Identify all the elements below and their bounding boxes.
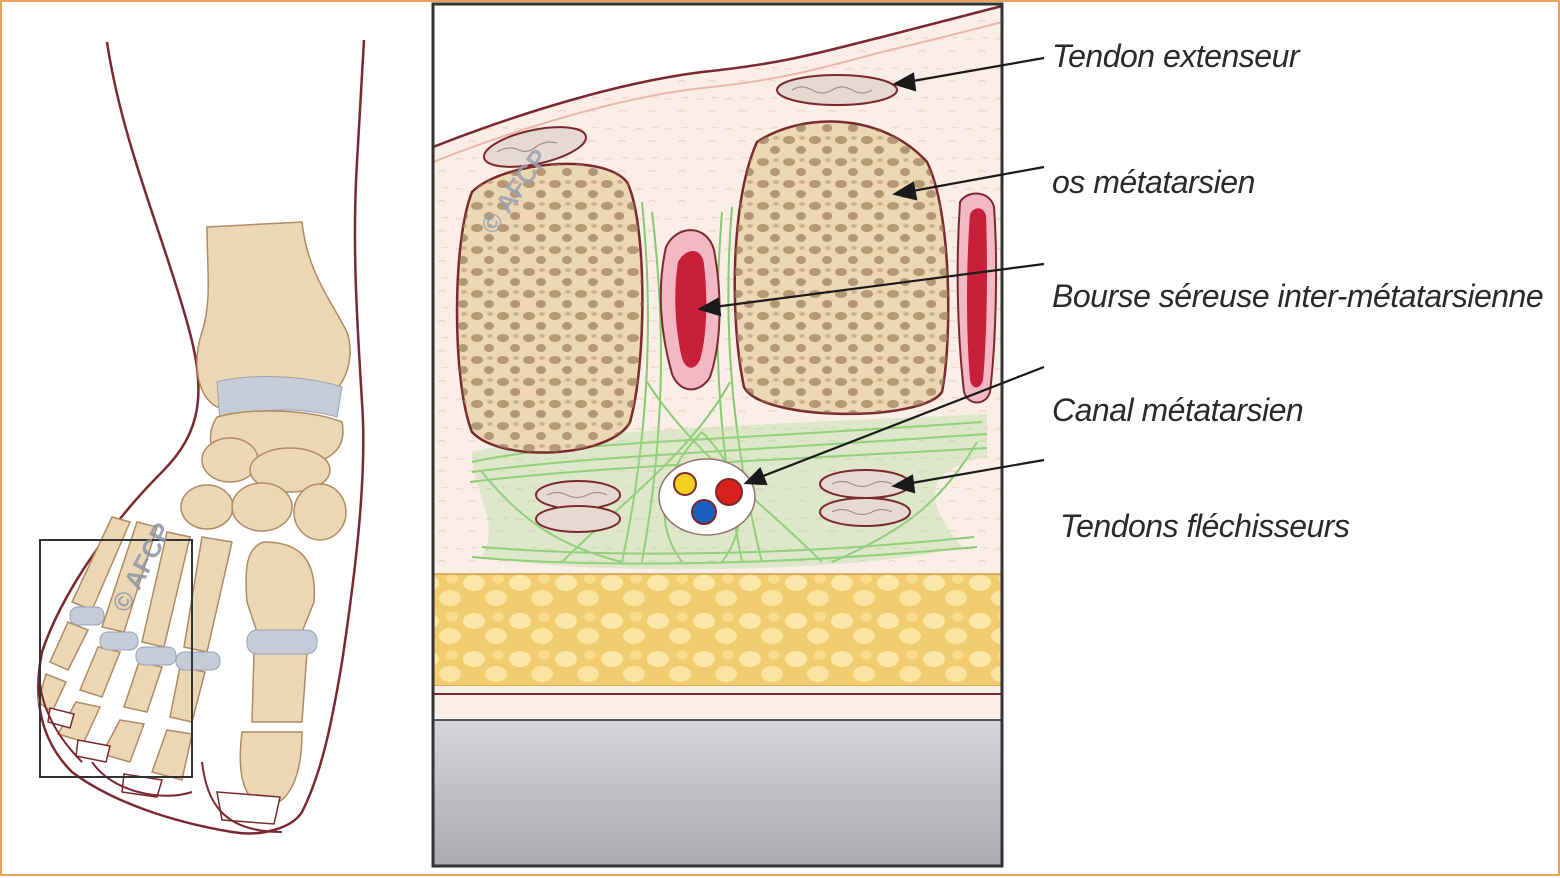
foot-illustration: © AFCP [37, 39, 366, 835]
label-flexor-tendons: Tendons fléchisseurs [1060, 508, 1350, 544]
detail-frame [39, 539, 193, 778]
fat-layer [433, 574, 1003, 686]
leader-arrows [697, 56, 1045, 494]
label-extensor-tendon: Tendon extenseur [1052, 38, 1300, 74]
bursa-shapes [659, 192, 998, 404]
neurovascular-bundle [658, 458, 756, 536]
label-metatarsal-bone: os métatarsien [1052, 164, 1255, 200]
cross-section: © AFCP [431, 2, 1004, 868]
label-bursa: Bourse séreuse inter-métatarsienne [1052, 278, 1544, 314]
flexor-tendon-shapes [535, 469, 911, 533]
ground-surface [433, 720, 1003, 866]
extensor-tendon-shapes [483, 74, 898, 168]
label-metatarsal-canal: Canal métatarsien [1052, 392, 1304, 428]
